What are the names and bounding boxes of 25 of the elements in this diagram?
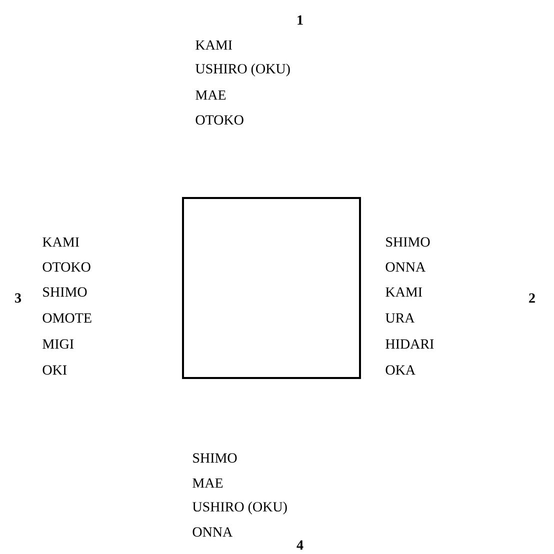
position-number: 3 [15, 293, 22, 303]
word-label: MAE [196, 90, 226, 100]
word-label: OKI [42, 365, 67, 375]
word-label: OMOTE [42, 313, 92, 323]
word-label: ONNA [386, 262, 426, 272]
word-label: OTOKO [42, 262, 90, 272]
word-label: USHIRO (OKU) [196, 64, 290, 76]
word-label: SHIMO [43, 287, 87, 297]
word-label: HIDARI [386, 339, 434, 349]
word-label: URA [386, 313, 415, 323]
word-label: KAMI [196, 40, 232, 50]
word-label: OTOKO [196, 115, 244, 125]
word-label: KAMI [42, 237, 80, 247]
word-label: SHIMO [193, 453, 237, 463]
word-label: MAE [192, 478, 223, 488]
word-label: OKA [386, 365, 416, 375]
position-number: 1 [298, 15, 303, 25]
word-label: MIGI [42, 339, 74, 349]
position-number: 4 [296, 540, 304, 550]
square-box [182, 197, 361, 379]
word-label: ONNA [192, 527, 233, 537]
word-label: KAMI [386, 287, 422, 297]
position-number: 2 [529, 293, 535, 303]
word-label: SHIMO [386, 237, 430, 247]
word-label: USHIRO (OKU) [192, 502, 287, 514]
